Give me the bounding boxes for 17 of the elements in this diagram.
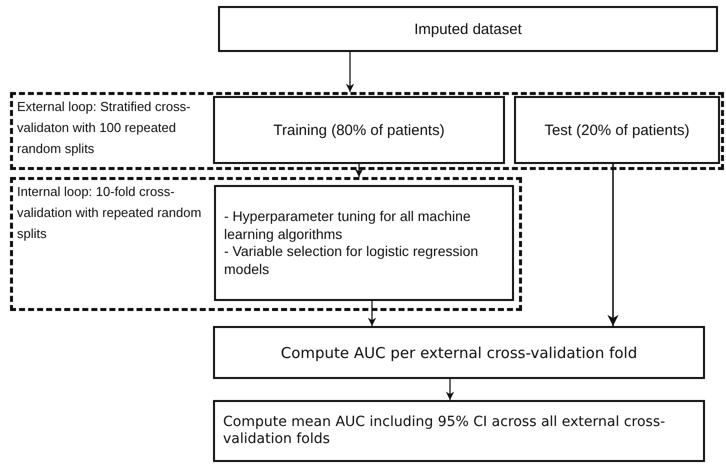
loop-region [10, 92, 724, 170]
process-box: Imputed dataset [218, 6, 718, 52]
loop-region [10, 177, 522, 311]
loop-description: External loop: Stratified cross-validaton with 100 repeated random splits [17, 98, 192, 158]
process-box [214, 185, 514, 301]
arrow [607, 164, 619, 326]
process-box: Training (80% of patients) [213, 96, 505, 164]
process-box: Test (20% of patients) [514, 96, 720, 164]
bullet-text: - Variable selection for logistic regression models [223, 243, 480, 278]
bullet-text: - Hyperparameter tuning for all machine learning algorithms [223, 208, 472, 243]
arrow [368, 301, 376, 326]
arrow [446, 379, 454, 400]
arrow [346, 52, 354, 92]
process-box: Compute mean AUC including 95% CI across all external cross-validation folds [213, 400, 705, 462]
loop-description: Internal loop: 10-fold cross-validation with repeated random splits [17, 183, 202, 243]
arrow [354, 164, 364, 177]
process-box: Compute AUC per external cross-validation fold [213, 326, 705, 379]
